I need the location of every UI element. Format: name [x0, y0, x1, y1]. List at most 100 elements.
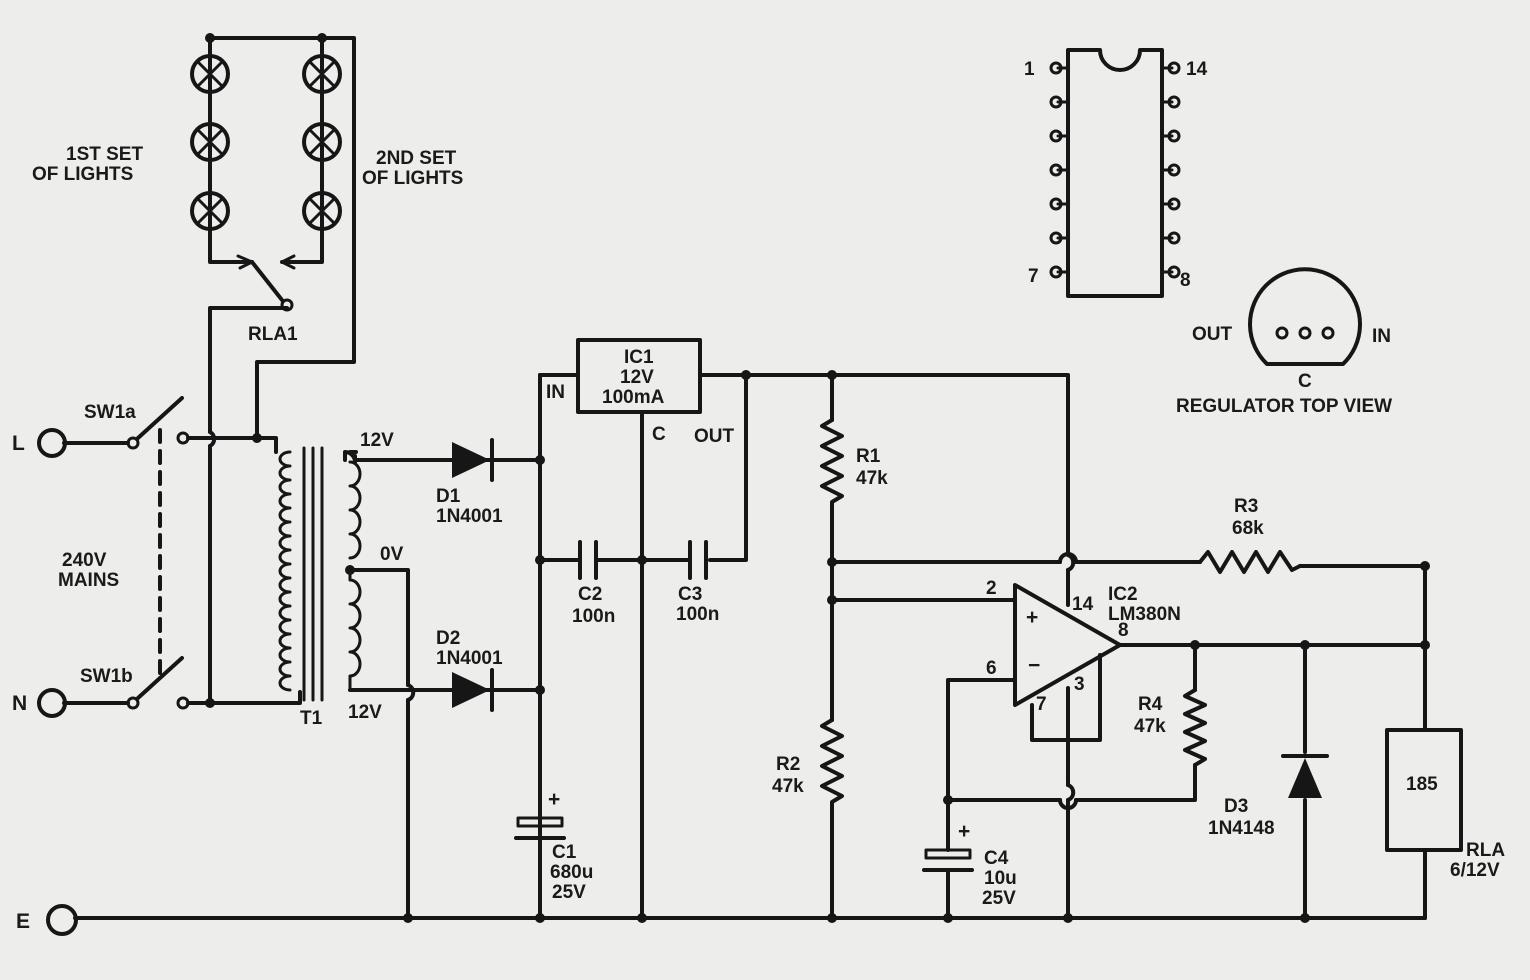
- resistor-r3: R3 68k: [1198, 496, 1302, 574]
- terminal-live-label: L: [12, 432, 25, 455]
- dip-pin1-label: 1: [1024, 59, 1035, 80]
- wiring: [62, 36, 1427, 920]
- dip14-right-pins: [1160, 61, 1181, 279]
- lights-set1-label-1: 1ST SET: [66, 144, 143, 165]
- terminal-neutral: N: [12, 688, 67, 718]
- capacitor-c1: + C1 680u 25V: [514, 788, 593, 903]
- r1-name: R1: [856, 446, 881, 467]
- r2-value: 47k: [772, 776, 804, 797]
- c4-rating: 25V: [982, 888, 1016, 909]
- ic1-name: IC1: [624, 347, 654, 368]
- switch-sw1b: SW1b: [80, 666, 190, 710]
- d1-name: D1: [436, 486, 461, 507]
- regulator-in-label: IN: [1372, 326, 1391, 347]
- ic2-pin2: 2: [986, 578, 997, 599]
- d3-name: D3: [1224, 796, 1248, 817]
- capacitor-c2: C2 100n: [572, 540, 615, 627]
- d1-part: 1N4001: [436, 506, 503, 527]
- terminal-earth: E: [16, 904, 78, 936]
- sw1a-label: SW1a: [84, 402, 136, 423]
- regulator-c-label: C: [1298, 371, 1312, 392]
- ic2-part: LM380N: [1108, 604, 1181, 625]
- dip-pin7-label: 7: [1028, 266, 1039, 287]
- diode-d1: D1 1N4001: [436, 438, 503, 527]
- diode-d2: D2 1N4001: [436, 628, 503, 712]
- ic1-voltage: 12V: [620, 367, 654, 388]
- c1-name: C1: [552, 842, 577, 863]
- terminal-earth-label: E: [16, 910, 30, 933]
- ic1-pin-c: C: [652, 424, 666, 445]
- d2-part: 1N4001: [436, 648, 503, 669]
- diode-d3: D3 1N4148: [1208, 754, 1329, 839]
- ic2-minus: −: [1028, 654, 1040, 677]
- c4-name: C4: [984, 848, 1009, 869]
- c1-polarity: +: [548, 788, 560, 811]
- c4-value: 10u: [984, 868, 1017, 889]
- relay-coil-value: 185: [1406, 774, 1438, 795]
- dip14-left-pins: [1049, 61, 1070, 279]
- ic2-pin14: 14: [1072, 594, 1094, 615]
- capacitor-c3: C3 100n: [676, 540, 719, 625]
- r4-value: 47k: [1134, 716, 1166, 737]
- sw1b-label: SW1b: [80, 666, 133, 687]
- t1-tap-top-label: 12V: [360, 430, 394, 451]
- c1-value: 680u: [550, 862, 593, 883]
- r1-value: 47k: [856, 468, 888, 489]
- r3-value: 68k: [1232, 518, 1264, 539]
- ic2-pin3: 3: [1074, 674, 1085, 695]
- c1-rating: 25V: [552, 882, 586, 903]
- regulator-caption: REGULATOR TOP VIEW: [1176, 396, 1392, 417]
- relay-coil-rating: 6/12V: [1450, 860, 1500, 881]
- ic1-pin-out: OUT: [694, 426, 735, 447]
- capacitor-c4: + C4 10u 25V: [922, 820, 1017, 909]
- r3-name: R3: [1234, 496, 1258, 517]
- ic2-pin8: 8: [1118, 620, 1129, 641]
- lamp-set-2: [302, 54, 342, 231]
- c4-polarity: +: [958, 820, 970, 843]
- relay-coil-rla: 185 RLA 6/12V: [1385, 728, 1505, 881]
- lamp-set-1: [190, 54, 230, 231]
- c2-name: C2: [578, 584, 602, 605]
- c2-value: 100n: [572, 606, 615, 627]
- ic2-plus: +: [1026, 606, 1038, 629]
- d2-name: D2: [436, 628, 460, 649]
- regulator-out-label: OUT: [1192, 324, 1233, 345]
- dip14-pinout: 1 14 7 8: [1024, 48, 1208, 298]
- ic2-pin6: 6: [986, 658, 997, 679]
- transformer-t1: T1 12V 0V 12V: [278, 430, 404, 729]
- regulator-top-view: OUT IN C REGULATOR TOP VIEW: [1176, 267, 1392, 417]
- junction-dots: [205, 33, 1430, 923]
- mains-label-2: MAINS: [58, 570, 119, 591]
- relay-coil-name: RLA: [1466, 840, 1505, 861]
- ic2-name: IC2: [1108, 584, 1138, 605]
- dip-pin14-label: 14: [1186, 59, 1208, 80]
- ic2-pin7: 7: [1036, 694, 1047, 715]
- r4-name: R4: [1138, 694, 1163, 715]
- ic1-regulator: IC1 12V 100mA IN C OUT: [546, 338, 735, 447]
- resistor-r4: R4 47k: [1134, 688, 1207, 767]
- relay-contact-rla1: RLA1: [236, 254, 298, 345]
- ic2-amplifier: + − 2 6 14 8 3 7 IC2 LM380N: [986, 578, 1181, 715]
- t1-tap-mid-label: 0V: [380, 544, 404, 565]
- lights-set1-label-2: OF LIGHTS: [32, 164, 133, 185]
- r2-name: R2: [776, 754, 800, 775]
- c3-name: C3: [678, 584, 702, 605]
- terminal-neutral-label: N: [12, 692, 27, 715]
- c3-value: 100n: [676, 604, 719, 625]
- mains-label-1: 240V: [62, 550, 107, 571]
- terminal-live: L: [12, 428, 67, 458]
- lights-set2-label-1: 2ND SET: [376, 148, 457, 169]
- t1-label: T1: [300, 708, 323, 729]
- ic1-current: 100mA: [602, 387, 665, 408]
- rla1-label: RLA1: [248, 324, 298, 345]
- dip-pin8-label: 8: [1180, 270, 1191, 291]
- switch-sw1a: SW1a: [84, 402, 190, 450]
- t1-tap-bottom-label: 12V: [348, 702, 382, 723]
- resistor-r1: R1 47k: [820, 418, 888, 512]
- lights-set2-label-2: OF LIGHTS: [362, 168, 463, 189]
- resistor-r2: R2 47k: [772, 718, 844, 817]
- d3-part: 1N4148: [1208, 818, 1275, 839]
- ic1-pin-in: IN: [546, 382, 565, 403]
